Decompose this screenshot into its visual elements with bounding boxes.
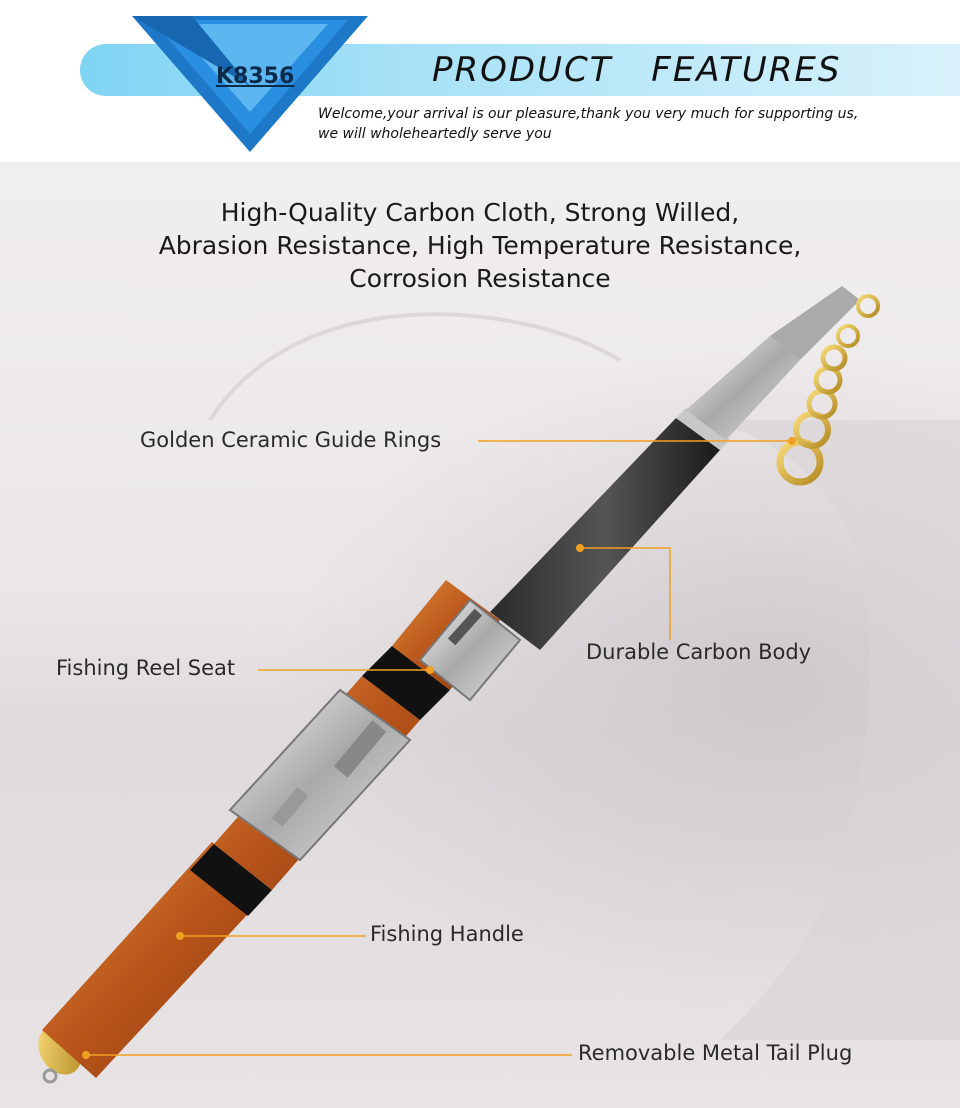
callout-reel-seat: Fishing Reel Seat <box>56 656 236 680</box>
carbon-body-part <box>490 418 720 650</box>
feature-headline: High-Quality Carbon Cloth, Strong Willed… <box>80 196 880 295</box>
brand-logo <box>132 16 368 152</box>
callout-tail-plug: Removable Metal Tail Plug <box>578 1041 853 1065</box>
background-rod-arc <box>208 312 622 422</box>
callout-handle: Fishing Handle <box>370 922 524 946</box>
callout-carbon-body: Durable Carbon Body <box>586 640 812 664</box>
callout-leader-lines <box>82 437 796 1059</box>
callout-guide-rings: Golden Ceramic Guide Rings <box>140 428 442 452</box>
guide-rings-part <box>776 294 880 486</box>
headline-line-3: Corrosion Resistance <box>349 264 611 293</box>
headline-line-2: Abrasion Resistance, High Temperature Re… <box>158 231 802 260</box>
welcome-line-1: Welcome,your arrival is our pleasure,tha… <box>318 106 859 122</box>
headline-line-1: High-Quality Carbon Cloth, Strong Willed… <box>220 198 740 227</box>
background-angler-silhouette <box>700 420 960 1040</box>
header-banner: K8356 PRODUCT FEATURES Welcome,your arri… <box>0 0 960 162</box>
logo-text: K8356 <box>216 64 295 89</box>
reel-seat-clamp <box>228 688 412 862</box>
page-title: PRODUCT FEATURES <box>432 50 842 90</box>
welcome-text: Welcome,your arrival is our pleasure,tha… <box>318 104 958 144</box>
reel-seat-hood <box>418 598 522 702</box>
handle-part <box>42 842 270 1078</box>
welcome-line-2: we will wholeheartedly serve you <box>318 126 552 142</box>
